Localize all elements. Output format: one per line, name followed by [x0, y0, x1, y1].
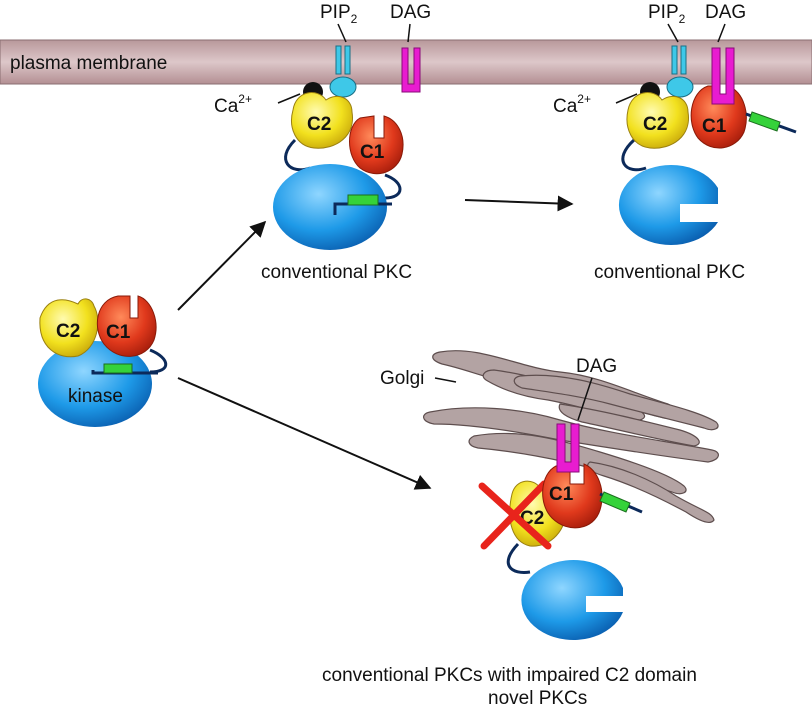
pip2-label: PIP2 — [320, 2, 358, 26]
golgi-label: Golgi — [380, 368, 424, 389]
arrow-to-golgi — [177, 377, 432, 490]
c1-domain-2: C1 — [702, 116, 727, 137]
pip2-headgroup — [329, 76, 357, 98]
kinase-domain-3-open — [521, 560, 623, 640]
pip2-label-2: PIP2 — [648, 2, 686, 26]
dag-label-2: DAG — [705, 2, 746, 23]
inactive-pkc: kinase C2 C1 — [38, 295, 168, 427]
pseudosubstrate — [103, 363, 133, 374]
arrow-to-active — [464, 195, 574, 212]
ca-label-2: Ca2+ — [553, 92, 591, 117]
dag-label: DAG — [390, 2, 431, 23]
top-labels-1: PIP2 DAG — [320, 2, 431, 43]
arrow-to-conventional — [177, 220, 267, 311]
kinase-domain-1 — [273, 164, 387, 250]
conventional-pkc-2: Ca2+ C2 C1 conventional PKC — [553, 45, 797, 283]
c1-domain-3: C1 — [549, 484, 574, 505]
ca-label: Ca2+ — [214, 92, 252, 117]
top-labels-2: PIP2 DAG — [648, 2, 746, 43]
impaired-c2-x-mark — [478, 480, 552, 550]
c2-domain-2: C2 — [643, 114, 667, 135]
membrane-label: plasma membrane — [10, 53, 167, 74]
caption-bottom-line1: conventional PKCs with impaired C2 domai… — [322, 665, 697, 686]
kinase-domain-2-open — [618, 165, 718, 245]
dag-lipid — [401, 47, 421, 93]
conventional-pkc-1: Ca2+ C2 C1 conventional PKC — [214, 45, 421, 283]
c1-domain-1: C1 — [360, 142, 385, 163]
caption-bottom-line2: novel PKCs — [488, 688, 587, 709]
c1-domain-inactive: C1 — [106, 322, 131, 343]
caption-conventional-1: conventional PKC — [261, 262, 412, 283]
caption-conventional-2: conventional PKC — [594, 262, 745, 283]
kinase-domain-inactive — [38, 341, 152, 427]
c2-domain-1: C2 — [307, 114, 331, 135]
golgi-dag-label: DAG — [576, 356, 617, 377]
c2-domain-inactive: C2 — [56, 321, 80, 342]
golgi-bound-pkc: C2 C1 conventional PKCs with impaired C2… — [322, 423, 697, 709]
kinase-label: kinase — [68, 386, 123, 407]
